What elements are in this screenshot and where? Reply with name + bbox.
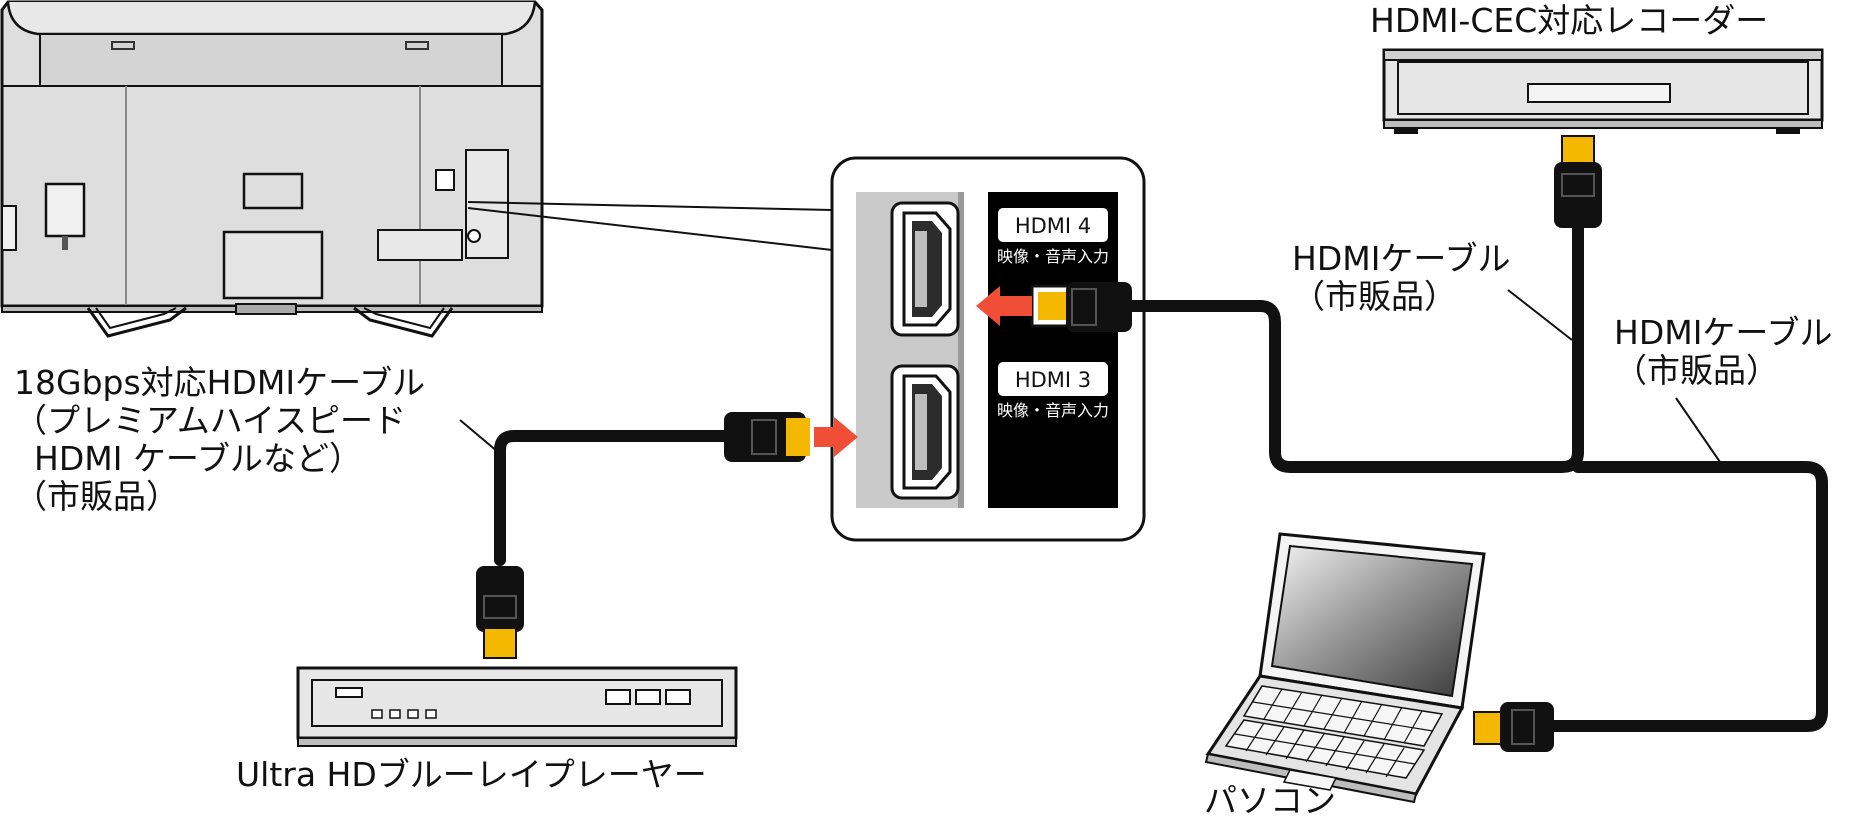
cable-pc-label-line1: HDMIケーブル <box>1614 313 1833 352</box>
hdmi4-label: HDMI 4 <box>1015 214 1091 238</box>
cable-player-label-line3: HDMI ケーブルなど） <box>34 439 362 478</box>
plug-hdmi3 <box>724 412 810 462</box>
cable-player-label-line2: （プレミアムハイスピード <box>14 401 407 440</box>
arrow-into-hdmi3 <box>814 417 858 457</box>
tv-rear <box>0 0 544 338</box>
plug-player <box>476 566 524 659</box>
hdmi3-port <box>890 364 960 500</box>
cable-player-label-line1: 18Gbps対応HDMIケーブル <box>14 363 426 402</box>
leader-lines <box>459 289 1721 463</box>
hdmi4-tag <box>998 208 1108 242</box>
hdmi3-sub-label: 映像・音声入力 <box>997 401 1109 420</box>
recorder-label: HDMI-CEC対応レコーダー <box>1370 1 1769 40</box>
cable-recorder-label: HDMIケーブル （市販品） <box>1292 240 1510 316</box>
hdmi3-label: HDMI 3 <box>1015 368 1091 392</box>
player-device <box>296 666 738 747</box>
plug-recorder <box>1554 135 1602 228</box>
zoom-lines <box>467 201 833 251</box>
plug-hdmi4 <box>1030 282 1132 332</box>
cable-pc-label: HDMIケーブル （市販品） <box>1614 314 1832 390</box>
cable-to-pc <box>1542 461 1828 732</box>
cable-player-label-line4: （市販品） <box>14 477 179 516</box>
pc-label: パソコン <box>1204 781 1336 820</box>
hdmi4-port <box>890 201 960 337</box>
cable-to-player <box>494 430 734 566</box>
arrow-into-hdmi4 <box>976 286 1032 326</box>
plug-pc <box>1473 702 1554 752</box>
cable-player-label: 18Gbps対応HDMIケーブル （プレミアムハイスピード HDMI ケーブルな… <box>14 364 425 516</box>
recorder-device <box>1382 48 1824 134</box>
laptop-device <box>1204 532 1486 804</box>
hdmi3-tag <box>998 362 1108 396</box>
cable-recorder-label-line2: （市販品） <box>1292 277 1457 316</box>
hdmi4-sub-label: 映像・音声入力 <box>997 247 1109 266</box>
player-label: Ultra HDブルーレイプレーヤー <box>236 755 707 794</box>
cables <box>494 214 1828 732</box>
cable-recorder-label-line1: HDMIケーブル <box>1292 239 1511 278</box>
cable-pc-label-line2: （市販品） <box>1614 351 1779 390</box>
